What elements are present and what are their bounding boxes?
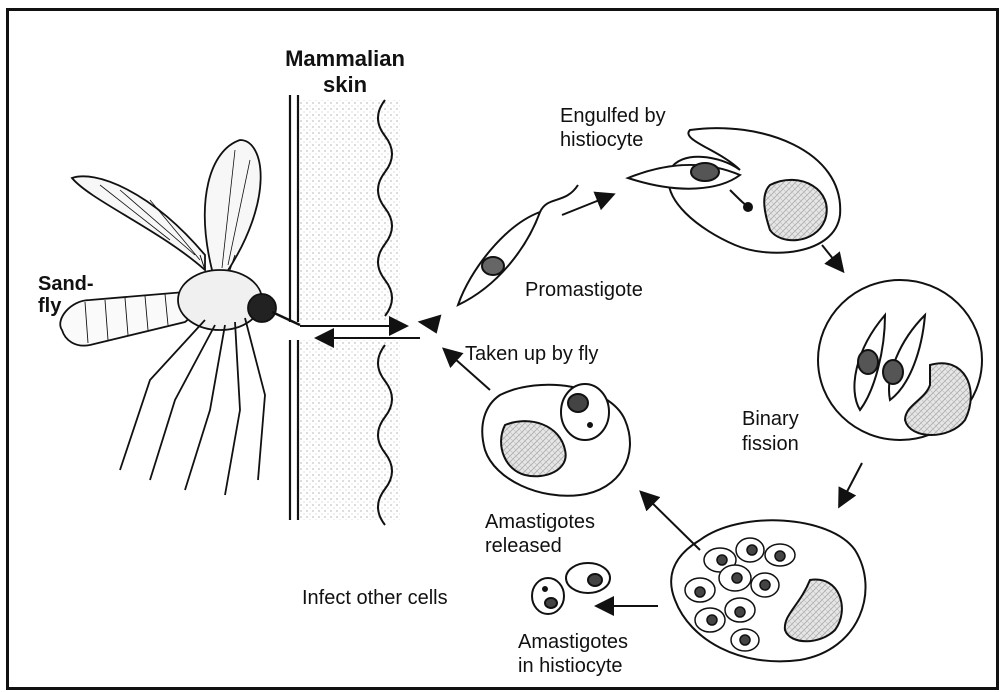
- binary-fission-cell: [818, 280, 982, 440]
- arrow-to-engulfed: [562, 195, 612, 215]
- label-amastigotes-in-histiocyte-1: Amastigotes: [518, 631, 628, 653]
- label-sand: Sand-: [38, 273, 94, 295]
- mammalian-skin: [290, 95, 400, 525]
- arrow-to-binary: [822, 245, 842, 270]
- label-taken-up-by-fly: Taken up by fly: [465, 343, 598, 365]
- label-skin: skin: [323, 72, 367, 97]
- label-engulfed: Engulfed by: [560, 105, 666, 127]
- label-infect-other-cells: Infect other cells: [302, 587, 448, 609]
- label-fly: fly: [38, 295, 62, 317]
- label-promastigote: Promastigote: [525, 279, 643, 301]
- label-mammalian: Mammalian: [285, 46, 405, 71]
- amastigotes-in-histiocyte-cell: [671, 520, 865, 661]
- label-histiocyte: histiocyte: [560, 129, 643, 151]
- label-fission: fission: [742, 433, 799, 455]
- label-amastigotes-released-2: released: [485, 535, 562, 557]
- label-amastigotes-released-1: Amastigotes: [485, 511, 595, 533]
- sandfly-illustration: [60, 140, 300, 495]
- arrow-to-released: [642, 493, 700, 550]
- engulfed-histiocyte: [628, 128, 840, 253]
- label-amastigotes-in-histiocyte-2: in histiocyte: [518, 655, 623, 677]
- label-binary: Binary: [742, 408, 799, 430]
- arrow-to-amastigotes-in-histiocyte: [840, 463, 862, 505]
- amastigotes-released-cell: [482, 384, 630, 496]
